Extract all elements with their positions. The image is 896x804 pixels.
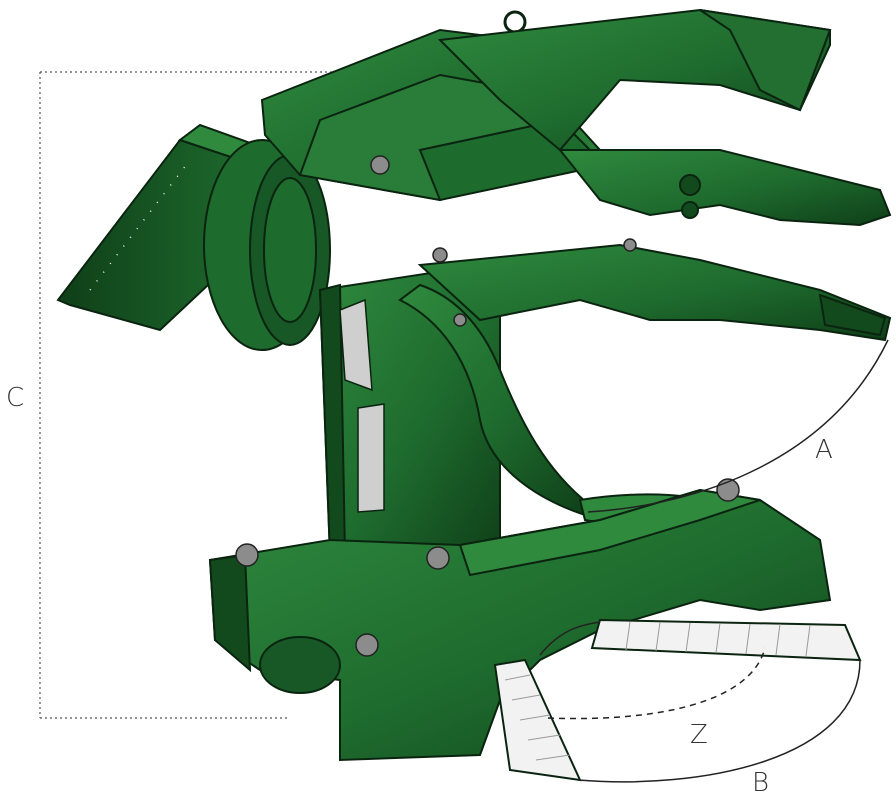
bolts	[235, 155, 740, 657]
upper-feed-arm	[437, 8, 832, 152]
dimension-a-arc	[587, 339, 889, 513]
rotator-drum	[203, 139, 331, 351]
saw-blade-upper	[590, 618, 862, 662]
dimension-label-a: A	[815, 435, 833, 465]
dimension-label-b: B	[752, 768, 770, 798]
dimension-b-arc	[539, 621, 861, 783]
lower-frame	[208, 488, 832, 762]
saw-blade-lower	[493, 658, 582, 782]
dimension-label-c: C	[6, 383, 25, 413]
middle-delimb-arm	[417, 243, 892, 342]
dimension-c-bracket	[39, 71, 335, 719]
upper-delimb-knife	[557, 149, 892, 227]
dimension-z-arc	[547, 647, 766, 720]
dimension-label-z: Z	[690, 720, 708, 750]
